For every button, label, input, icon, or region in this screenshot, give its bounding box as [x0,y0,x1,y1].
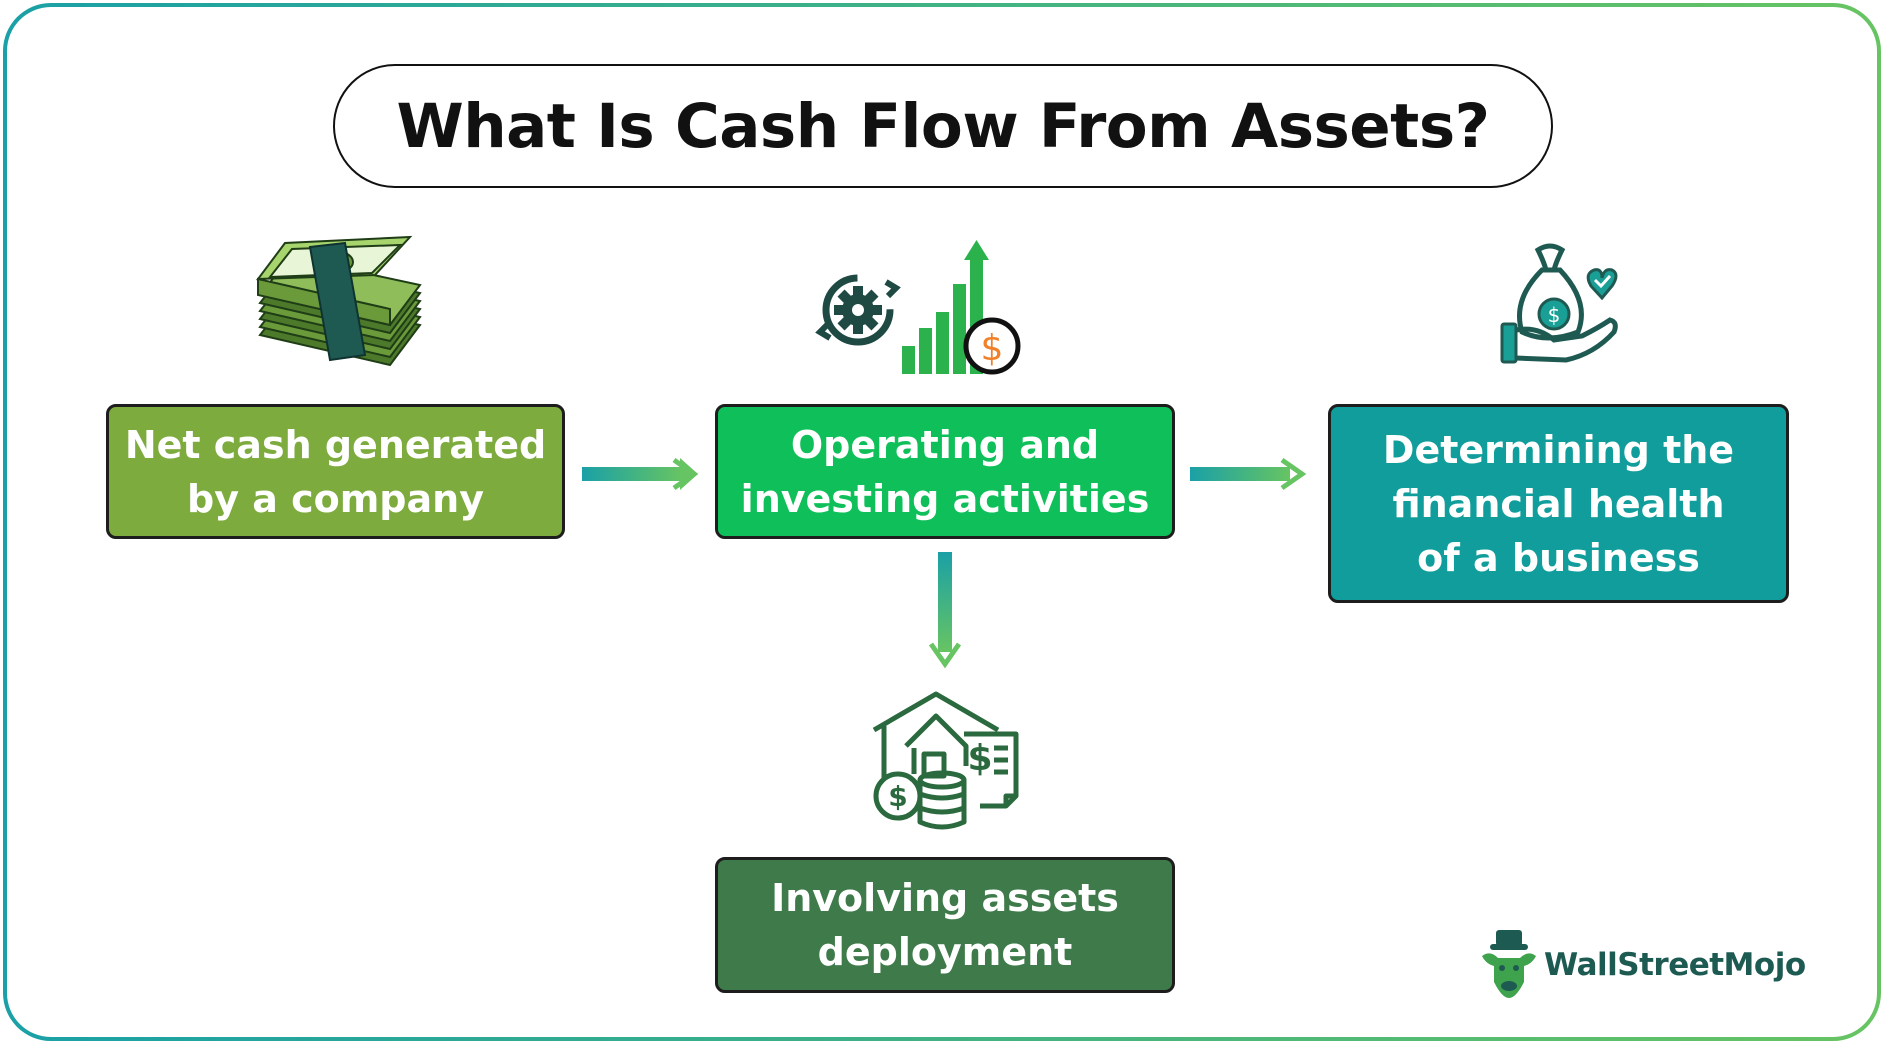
money-stack-icon [255,235,422,367]
title-pill: What Is Cash Flow From Assets? [333,64,1553,188]
page-title: What Is Cash Flow From Assets? [396,90,1490,162]
house-coins-invoice-icon: $ $ [872,691,1019,830]
brand-logo: WallStreetMojo [1480,930,1806,1000]
svg-text:$: $ [967,738,992,779]
arrow-down [928,552,962,669]
bull-mascot-icon [1482,930,1536,998]
svg-text:$: $ [981,328,1004,369]
box-net-cash-label: Net cash generated by a company [124,422,547,521]
box-operating-investing: Operating and investing activities [715,404,1175,539]
arrow-right-1 [582,457,699,491]
box-assets-deployment-label: Involving assets deployment [771,876,1119,974]
box-operating-investing-label: Operating and investing activities [740,422,1150,521]
box-financial-health: Determining the financial health of a bu… [1328,404,1789,603]
svg-text:$: $ [888,780,907,813]
box-assets-deployment: Involving assets deployment [715,857,1175,993]
box-financial-health-label: Determining the financial health of a bu… [1382,427,1735,580]
money-bag-hand-icon: $ [1500,243,1618,364]
svg-text:$: $ [1548,303,1561,327]
box-net-cash: Net cash generated by a company [106,404,565,539]
gear-growth-chart-icon: $ [815,240,1021,375]
arrow-right-2 [1190,457,1307,491]
brand-logo-text: WallStreetMojo [1544,947,1806,983]
